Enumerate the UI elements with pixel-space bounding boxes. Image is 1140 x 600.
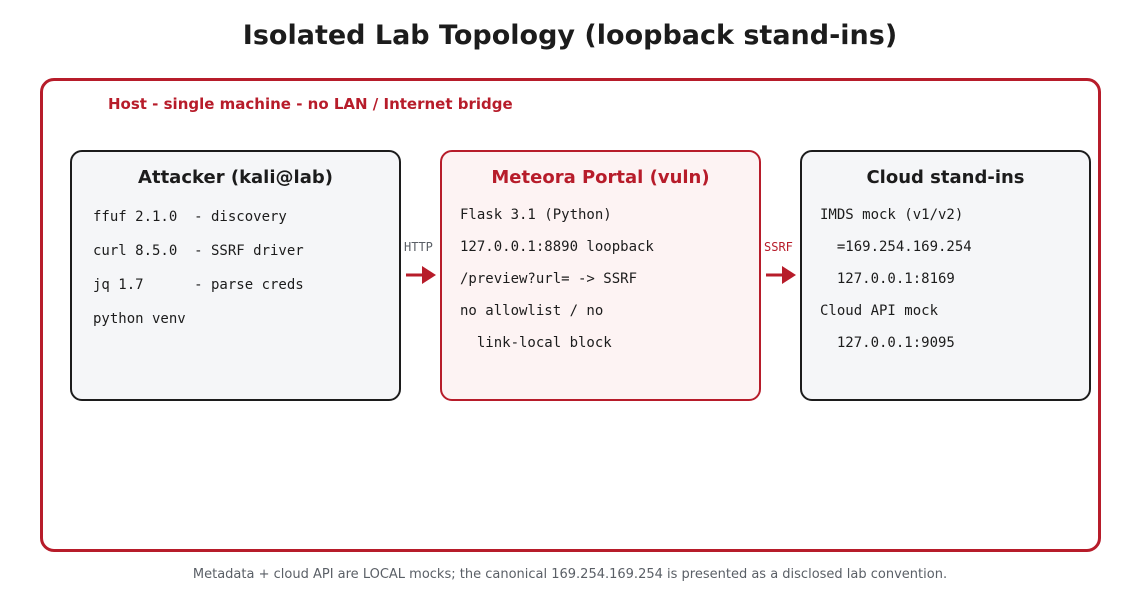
- cloud-line: =169.254.169.254: [820, 239, 972, 255]
- cloud-line: 127.0.0.1:9095: [820, 335, 955, 351]
- edge-label-ssrf: SSRF: [764, 240, 793, 254]
- cloud-line: IMDS mock (v1/v2): [820, 207, 964, 223]
- portal-line: /preview?url= -> SSRF: [460, 271, 638, 287]
- cloud-line: Cloud API mock: [820, 303, 939, 319]
- arrow-right-icon: [766, 266, 796, 284]
- attacker-line: jq 1.7 - parse creds: [93, 277, 304, 293]
- diagram-title: Isolated Lab Topology (loopback stand-in…: [242, 20, 898, 51]
- host-boundary: [40, 78, 1101, 552]
- portal-line: link-local block: [460, 335, 612, 351]
- portal-line: no allowlist / no: [460, 303, 604, 319]
- node-attacker: Attacker (kali@lab) ffuf 2.1.0 - discove…: [70, 150, 401, 401]
- arrow-right-icon: [406, 266, 436, 284]
- node-cloud: Cloud stand-ins IMDS mock (v1/v2) =169.2…: [800, 150, 1091, 401]
- portal-line: 127.0.0.1:8890 loopback: [460, 239, 654, 255]
- node-portal-title: Meteora Portal (vuln): [491, 167, 710, 188]
- node-portal: Meteora Portal (vuln) Flask 3.1 (Python)…: [440, 150, 761, 401]
- attacker-line: python venv: [93, 311, 186, 327]
- attacker-line: curl 8.5.0 - SSRF driver: [93, 243, 304, 259]
- host-label: Host - single machine - no LAN / Interne…: [108, 95, 513, 113]
- edge-label-http: HTTP: [404, 240, 433, 254]
- cloud-line: 127.0.0.1:8169: [820, 271, 955, 287]
- footer-note: Metadata + cloud API are LOCAL mocks; th…: [192, 567, 948, 582]
- node-attacker-title: Attacker (kali@lab): [138, 167, 333, 188]
- portal-line: Flask 3.1 (Python): [460, 207, 612, 223]
- attacker-line: ffuf 2.1.0 - discovery: [93, 209, 287, 225]
- node-cloud-title: Cloud stand-ins: [866, 167, 1025, 188]
